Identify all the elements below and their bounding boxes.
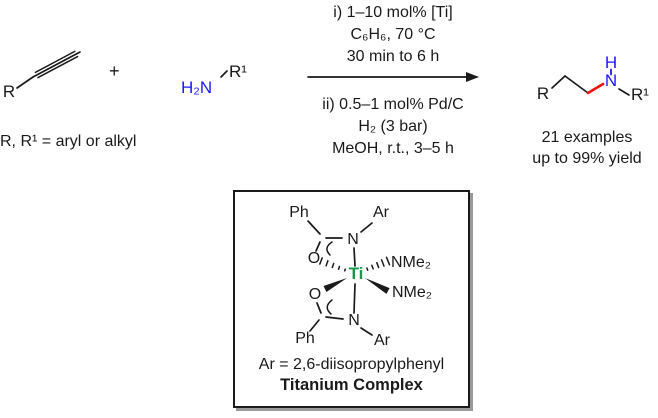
ti-label: Ti (349, 264, 364, 283)
condition-line: ii) 0.5–1 mol% Pd/C (322, 96, 464, 113)
r1-label: R¹ (631, 85, 649, 104)
complex-structure: Ph Ar N O Ti NMe₂ NMe₂ O N Ph Ar (289, 204, 432, 349)
ar-label: Ar (373, 204, 390, 221)
titanium-complex-box: Ph Ar N O Ti NMe₂ NMe₂ O N Ph Ar Ar = 2,… (233, 190, 470, 408)
c-ph-bond (309, 319, 320, 332)
n-r1-bond (618, 88, 630, 96)
c-n-bond (325, 316, 344, 320)
product-structure: R H N R¹ (537, 53, 649, 104)
ph-label: Ph (289, 204, 309, 221)
yield-note: up to 99% yield (532, 150, 642, 167)
r-label: R (3, 82, 15, 101)
ar-label: Ar (374, 332, 391, 349)
delocalization-arc (326, 299, 333, 315)
substituents-note: R, R¹ = aryl or alkyl (0, 133, 137, 150)
plus-sign: + (109, 61, 120, 81)
n-ar-bond (360, 222, 373, 233)
nme2-label: NMe₂ (391, 254, 431, 271)
single-bond (16, 76, 34, 89)
triple-bond-mid (32, 51, 81, 78)
triple-bond-low (37, 55, 79, 79)
complex-title: Titanium Complex (280, 376, 423, 394)
r-label: R (537, 84, 549, 103)
examples-count: 21 examples (541, 129, 633, 146)
ti-o-wedge-bond (323, 278, 347, 292)
arrow-head (466, 72, 479, 82)
condition-line: H₂ (3 bar) (358, 118, 428, 135)
condition-line: C₆H₆, 70 °C (350, 26, 436, 43)
results-text: 21 examples up to 99% yield (512, 127, 658, 169)
h-label: H (605, 53, 617, 72)
ti-nme2-hashed-bond (366, 256, 391, 271)
n-ar-bond (360, 327, 373, 336)
n-r1-bond (220, 70, 228, 78)
c-o-bond (315, 241, 321, 252)
ph-label: Ph (295, 330, 315, 347)
amine-structure: H₂N R¹ (181, 62, 247, 97)
delocalization-arc (326, 241, 333, 256)
o-label: O (309, 286, 321, 303)
c-c-bond (551, 75, 566, 89)
o-ti-hashed-bond (319, 257, 347, 272)
condition-line: 30 min to 6 h (346, 48, 440, 65)
condition-line: MeOH, r.t., 3–5 h (332, 140, 454, 157)
n-label: N (348, 312, 360, 329)
condition-line: i) 1–10 mol% [Ti] (333, 4, 453, 21)
alkyne-structure: R (3, 50, 81, 101)
new-c-n-bond (586, 82, 605, 95)
step2-conditions: ii) 0.5–1 mol% Pd/C H₂ (3 bar) MeOH, r.t… (293, 94, 493, 160)
n-label: N (605, 71, 617, 90)
o-label: O (308, 250, 320, 267)
r1-label: R¹ (229, 62, 247, 81)
reaction-arrow (307, 72, 479, 82)
ph-c-bond (307, 220, 321, 235)
o-c-bond (316, 302, 322, 314)
c-c-bond (564, 75, 589, 94)
nme2-label: NMe₂ (392, 284, 432, 301)
n-ti-bond (353, 247, 356, 267)
h2n-label: H₂N (181, 78, 212, 97)
triple-bond-high (34, 50, 76, 74)
ti-n-bond (353, 283, 356, 314)
n-label: N (347, 231, 359, 248)
step1-conditions: i) 1–10 mol% [Ti] C₆H₆, 70 °C 30 min to … (293, 2, 493, 68)
ar-definition: Ar = 2,6-diisopropylphenyl (258, 356, 445, 373)
ti-nme2-wedge-bond (365, 278, 390, 294)
